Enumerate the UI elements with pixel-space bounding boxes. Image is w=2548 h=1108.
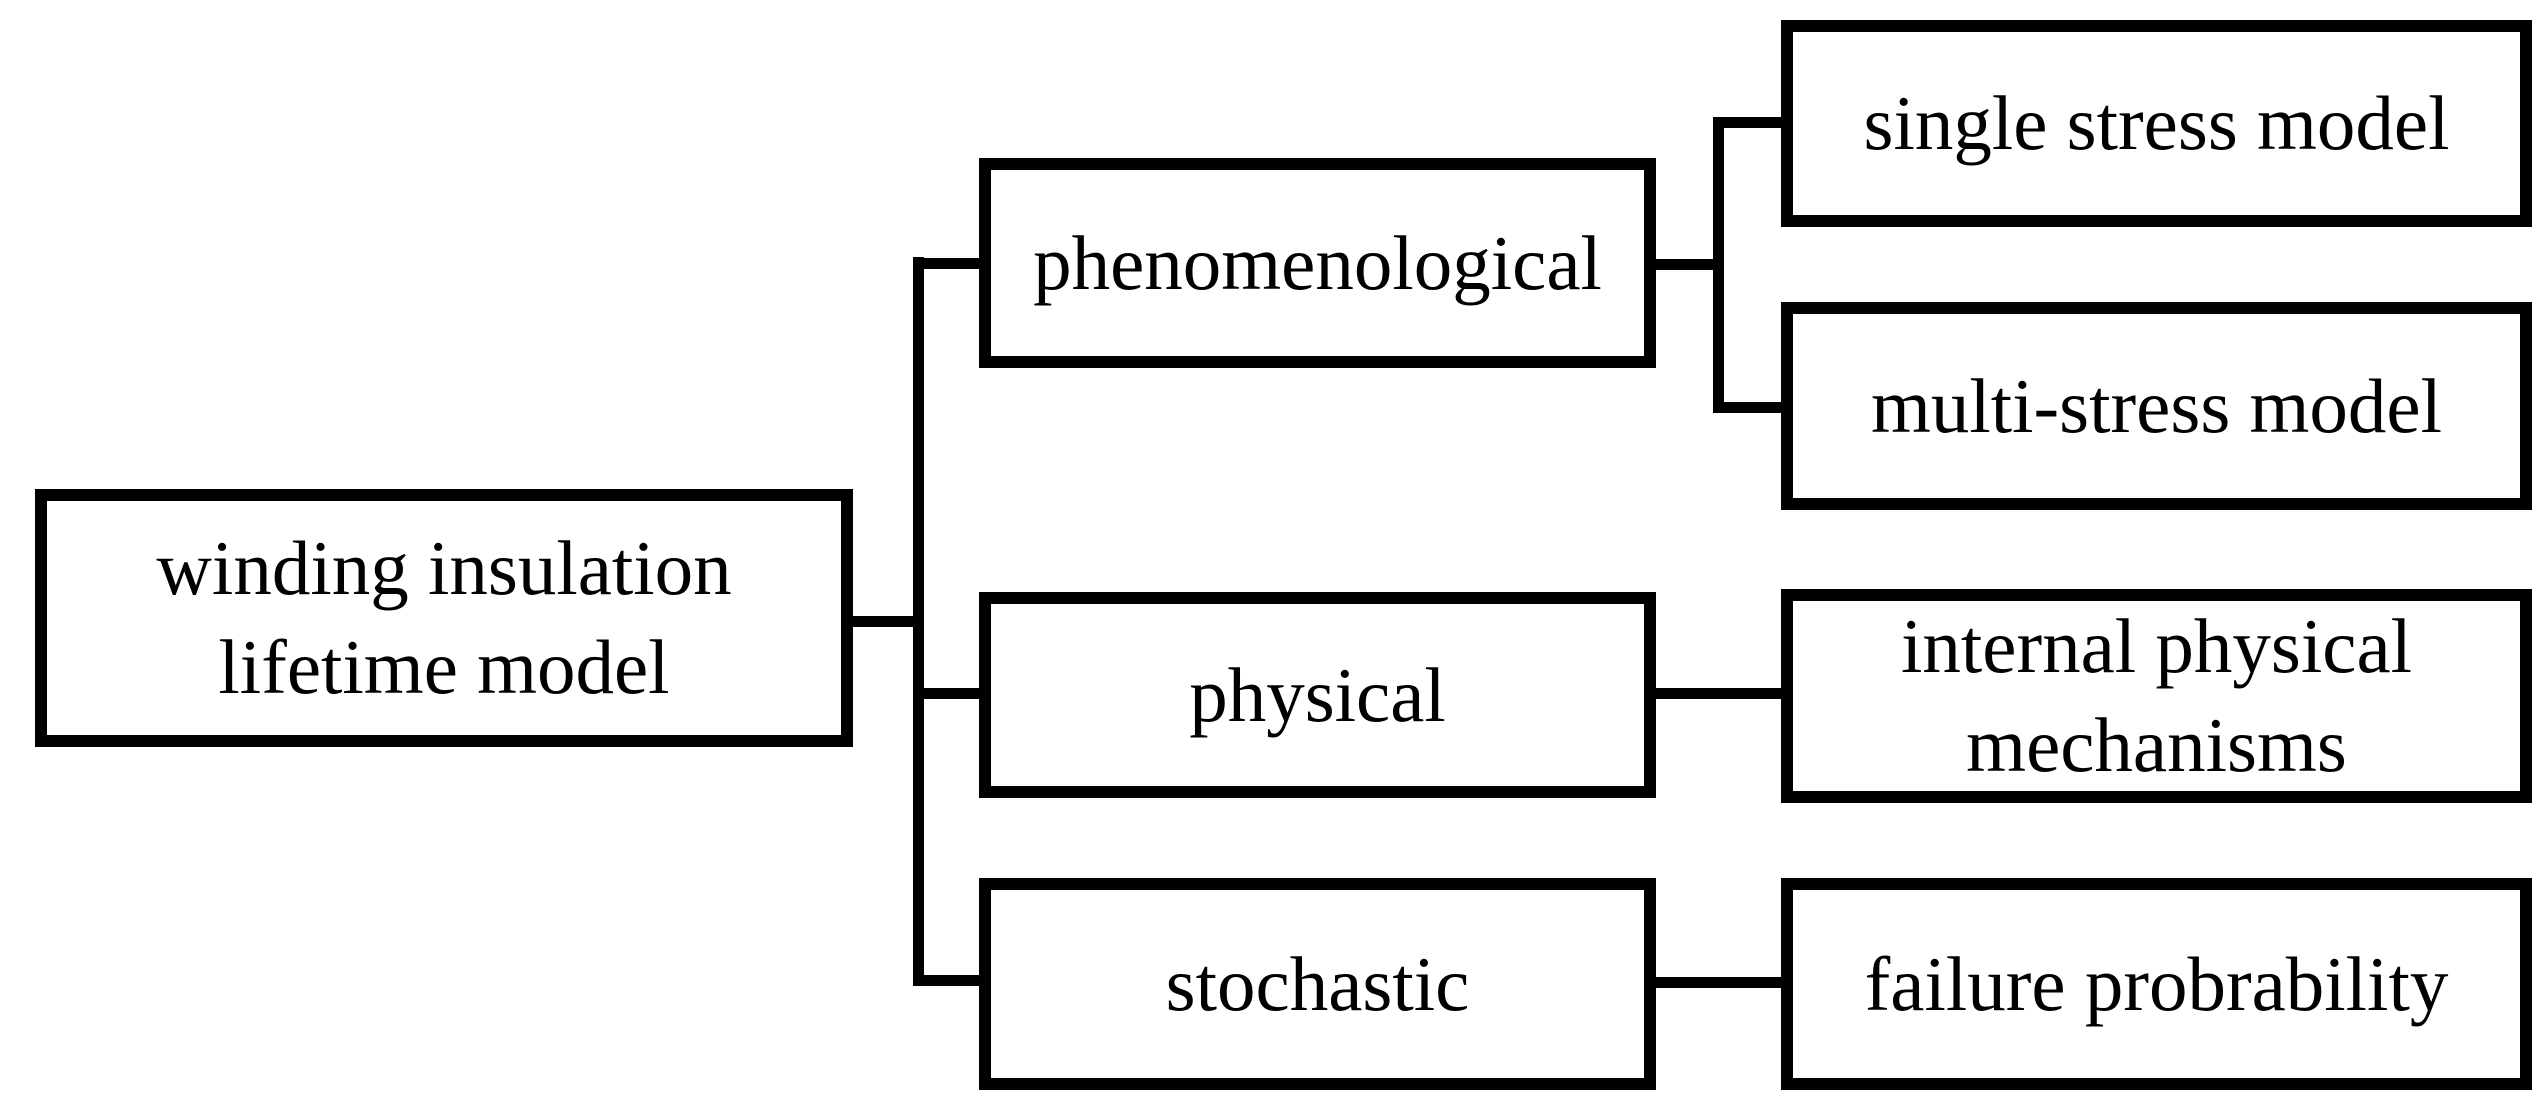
- node-internal-physical-mechanisms: internal physical mechanisms: [1781, 589, 2532, 803]
- node-root-label-line2: lifetime model: [218, 624, 670, 710]
- node-multi-stress-label: multi-stress model: [1870, 362, 2443, 449]
- node-stochastic: stochastic: [979, 878, 1656, 1090]
- node-stochastic-label: stochastic: [1165, 940, 1470, 1027]
- node-internal-mechanisms-label-line1: internal physical: [1900, 603, 2413, 690]
- node-phenomenological: phenomenological: [979, 158, 1656, 368]
- connector-branch-multi-stress: [1713, 402, 1781, 413]
- connector-left-trunk: [913, 257, 924, 986]
- connector-physical-internal-mechanisms: [1656, 688, 1781, 699]
- node-phenomenological-label: phenomenological: [1033, 219, 1602, 306]
- connector-branch-single-stress: [1713, 117, 1781, 128]
- node-internal-mechanisms-label-line2: mechanisms: [1966, 702, 2347, 788]
- node-winding-insulation-lifetime-model: winding insulation lifetime model: [35, 489, 853, 747]
- node-multi-stress-model: multi-stress model: [1781, 302, 2532, 510]
- connector-stochastic-failure-probability: [1656, 977, 1781, 988]
- connector-root-stub: [853, 616, 924, 627]
- connector-branch-stochastic: [913, 975, 979, 986]
- connector-branch-physical: [913, 688, 979, 699]
- connector-branch-phenomenological: [913, 258, 979, 269]
- connector-right-trunk: [1713, 117, 1724, 413]
- node-single-stress-model: single stress model: [1781, 20, 2532, 227]
- node-physical-label: physical: [1189, 651, 1446, 738]
- node-single-stress-label: single stress model: [1863, 80, 2450, 167]
- node-physical: physical: [979, 592, 1656, 798]
- node-root-label-line1: winding insulation: [156, 525, 732, 612]
- node-failure-probability-label: failure probrability: [1864, 940, 2449, 1027]
- node-failure-probability: failure probrability: [1781, 878, 2532, 1090]
- connector-phenomenological-stub: [1656, 259, 1724, 270]
